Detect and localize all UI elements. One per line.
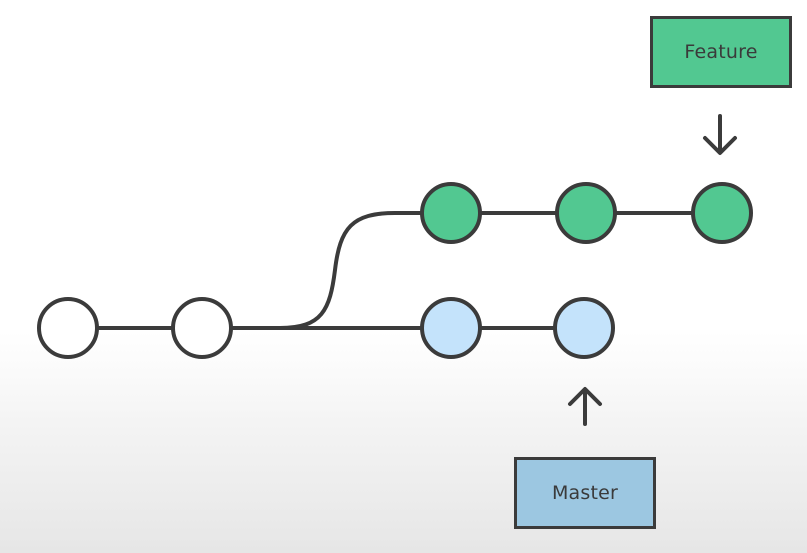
feature-branch-label: Feature (650, 16, 792, 88)
arrow-up-icon (568, 387, 602, 426)
feature-branch-line (228, 211, 724, 330)
arrow-down-icon (703, 114, 737, 155)
commit-feature-3 (691, 182, 753, 244)
commit-feature-1 (420, 182, 482, 244)
commit-feature-2 (555, 182, 617, 244)
commit-master-2 (553, 297, 615, 359)
master-branch-label: Master (514, 457, 656, 529)
commit-master-1 (420, 297, 482, 359)
commit-base-1 (37, 297, 99, 359)
commit-base-2 (171, 297, 233, 359)
